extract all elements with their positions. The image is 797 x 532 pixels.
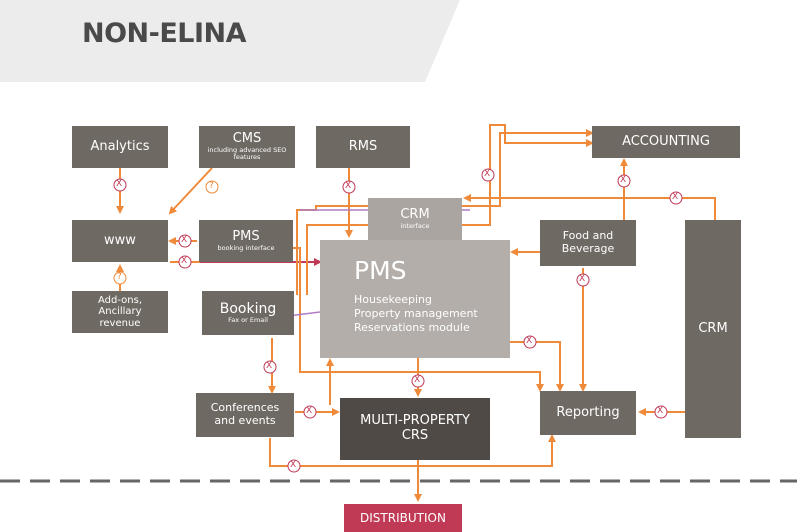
crm-interface-label: CRM: [400, 206, 430, 222]
x-marker: X: [306, 406, 313, 416]
pms-main-label: PMS: [354, 256, 407, 285]
booking-label: Booking: [219, 301, 277, 318]
cms-node: CMS including advanced SEO features: [199, 126, 295, 168]
crm-side-label: CRM: [698, 320, 728, 336]
booking-node: Booking Fax or Email: [202, 291, 294, 335]
x-marker: X: [181, 256, 188, 266]
booking-sub: Fax or Email: [228, 316, 268, 325]
x-marker: X: [620, 175, 627, 185]
cms-label: CMS: [232, 130, 262, 146]
multi-property-label: MULTI-PROPERTY CRS: [360, 413, 470, 443]
crm-interface-node: CRM interface: [368, 198, 462, 240]
pms-main-line: Reservations module: [354, 321, 470, 334]
x-marker: X: [266, 361, 273, 371]
crm-interface-sub: interface: [400, 221, 430, 230]
addons-label: Add-ons, Ancillary revenue: [98, 294, 142, 329]
conferences-node: Conferences and events: [196, 393, 294, 437]
question-marker: ?: [209, 181, 214, 191]
pms-main-node: PMS Housekeeping Property management Res…: [320, 240, 510, 358]
multi-property-node: MULTI-PROPERTY CRS: [340, 398, 490, 460]
x-marker: X: [116, 179, 123, 189]
distribution-node: DISTRIBUTION: [344, 504, 462, 532]
food-beverage-node: Food and Beverage: [540, 220, 636, 266]
crm-side-node: CRM: [685, 220, 741, 438]
x-marker: X: [345, 181, 352, 191]
x-marker: X: [579, 274, 586, 284]
rms-label: RMS: [348, 138, 378, 154]
x-marker: X: [290, 460, 297, 470]
reporting-label: Reporting: [556, 404, 620, 420]
pms-booking-label: PMS: [232, 228, 260, 244]
www-label: www: [104, 232, 136, 248]
pms-booking-node: PMS booking interface: [199, 220, 293, 262]
x-marker: X: [526, 336, 533, 346]
x-marker: X: [657, 406, 664, 416]
x-marker: X: [181, 235, 188, 245]
title-banner: [0, 0, 460, 82]
pms-booking-sub: booking interface: [217, 243, 275, 252]
www-node: www: [72, 220, 168, 262]
page-title: NON-ELINA: [82, 18, 247, 49]
x-marker: X: [484, 169, 491, 179]
analytics-label: Analytics: [90, 138, 150, 154]
conferences-label: Conferences and events: [210, 401, 280, 427]
rms-node: RMS: [316, 126, 410, 168]
accounting-label: ACCOUNTING: [622, 133, 710, 149]
accounting-node: ACCOUNTING: [592, 126, 740, 158]
analytics-node: Analytics: [72, 126, 168, 168]
pms-main-line: Housekeeping: [354, 293, 432, 306]
cms-sub: including advanced SEO features: [207, 145, 287, 162]
addons-node: Add-ons, Ancillary revenue: [72, 291, 168, 333]
food-beverage-label: Food and Beverage: [561, 229, 615, 255]
x-marker: X: [414, 375, 421, 385]
pms-main-line: Property management: [354, 307, 478, 320]
question-marker: ?: [117, 272, 122, 282]
x-marker: X: [672, 192, 679, 202]
reporting-node: Reporting: [540, 391, 636, 435]
